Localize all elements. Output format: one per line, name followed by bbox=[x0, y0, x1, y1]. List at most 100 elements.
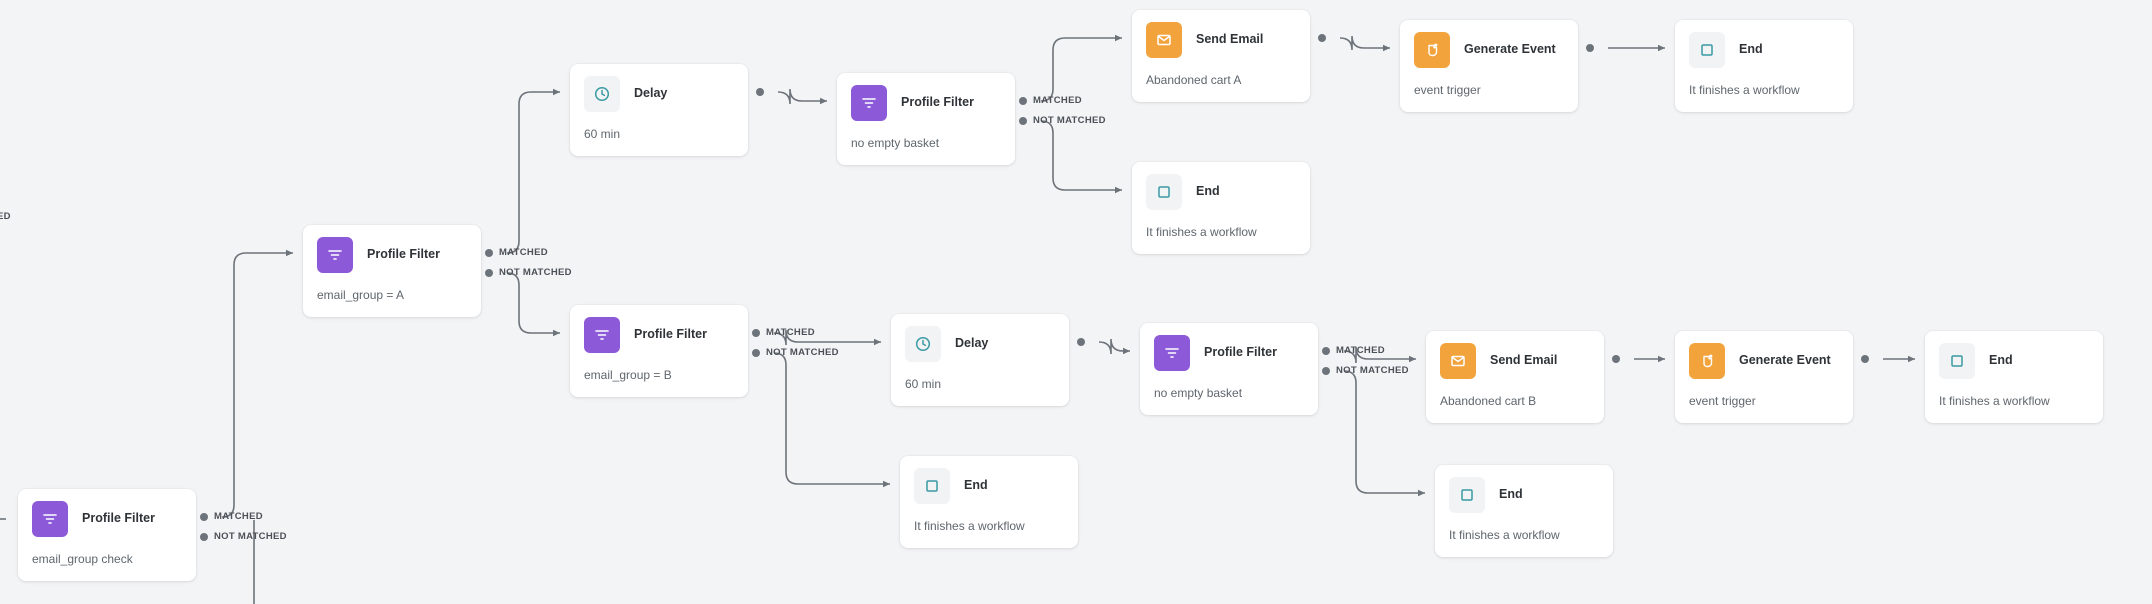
filter-node[interactable]: Profile Filter no empty basket bbox=[837, 73, 1015, 165]
connector-edge bbox=[506, 88, 560, 254]
matched-port-label: MATCHED bbox=[499, 247, 548, 258]
output-port[interactable] bbox=[1612, 355, 1620, 363]
output-port[interactable] bbox=[1322, 367, 1330, 375]
filter-node[interactable]: Profile Filter no empty basket bbox=[1140, 323, 1318, 415]
connector-edge bbox=[1040, 120, 1122, 194]
node-subtitle: no empty basket bbox=[1154, 386, 1243, 400]
output-port[interactable] bbox=[1077, 338, 1085, 346]
node-subtitle: It finishes a workflow bbox=[1449, 528, 1560, 542]
end-node[interactable]: End It finishes a workflow bbox=[900, 456, 1078, 548]
node-subtitle: Abandoned cart B bbox=[1440, 394, 1537, 408]
node-title: Profile Filter bbox=[82, 511, 155, 525]
output-port[interactable] bbox=[1318, 34, 1326, 42]
output-port[interactable] bbox=[752, 329, 760, 337]
output-port[interactable] bbox=[200, 513, 208, 521]
node-title: Profile Filter bbox=[367, 247, 440, 261]
node-subtitle: It finishes a workflow bbox=[1146, 225, 1257, 239]
filter-icon bbox=[32, 501, 68, 537]
output-port[interactable] bbox=[756, 88, 764, 96]
output-port[interactable] bbox=[485, 249, 493, 257]
node-title: End bbox=[1739, 42, 1763, 56]
output-port[interactable] bbox=[1586, 44, 1594, 52]
filter-icon bbox=[1154, 335, 1190, 371]
connector-edge bbox=[777, 88, 827, 105]
node-subtitle: It finishes a workflow bbox=[1939, 394, 2050, 408]
not-matched-port-label: NOT MATCHED bbox=[214, 531, 287, 542]
connector-edge bbox=[773, 329, 881, 346]
event-trigger-icon bbox=[1689, 343, 1725, 379]
connector-edge bbox=[1098, 338, 1130, 355]
filter-node[interactable]: Profile Filter email_group = B bbox=[570, 305, 748, 397]
end-node[interactable]: End It finishes a workflow bbox=[1132, 162, 1310, 254]
connector-edge bbox=[1040, 34, 1122, 102]
clock-icon bbox=[584, 76, 620, 112]
connector-edge bbox=[1339, 35, 1390, 52]
envelope-icon bbox=[1146, 22, 1182, 58]
output-port[interactable] bbox=[485, 269, 493, 277]
node-title: Send Email bbox=[1490, 353, 1558, 367]
output-port[interactable] bbox=[1322, 347, 1330, 355]
matched-port-label: MATCHED bbox=[1033, 95, 1082, 106]
node-subtitle: It finishes a workflow bbox=[914, 519, 1025, 533]
output-port[interactable] bbox=[1861, 355, 1869, 363]
output-port[interactable] bbox=[1019, 117, 1027, 125]
filter-icon bbox=[317, 237, 353, 273]
node-title: Delay bbox=[955, 336, 989, 350]
output-port[interactable] bbox=[1019, 97, 1027, 105]
end-node[interactable]: End It finishes a workflow bbox=[1435, 465, 1613, 557]
stop-square-icon bbox=[1939, 343, 1975, 379]
not-matched-port-label: NOT MATCHED bbox=[1336, 365, 1409, 376]
stop-square-icon bbox=[914, 468, 950, 504]
cut-off-port-label: ED bbox=[0, 211, 11, 222]
not-matched-port-label: NOT MATCHED bbox=[1033, 115, 1106, 126]
not-matched-port-label: NOT MATCHED bbox=[766, 347, 839, 358]
connector-edge bbox=[506, 272, 560, 337]
node-subtitle: Abandoned cart A bbox=[1146, 73, 1242, 87]
stop-square-icon bbox=[1689, 32, 1725, 68]
node-title: End bbox=[964, 478, 988, 492]
not-matched-port-label: NOT MATCHED bbox=[499, 267, 572, 278]
filter-icon bbox=[851, 85, 887, 121]
node-title: End bbox=[1196, 184, 1220, 198]
node-subtitle: no empty basket bbox=[851, 136, 940, 150]
node-subtitle: email_group = B bbox=[584, 368, 672, 382]
envelope-icon bbox=[1440, 343, 1476, 379]
node-subtitle: event trigger bbox=[1414, 83, 1481, 97]
filter-node[interactable]: Profile Filter email_group check bbox=[18, 489, 196, 581]
node-subtitle: email_group = A bbox=[317, 288, 405, 302]
output-port[interactable] bbox=[200, 533, 208, 541]
node-title: Send Email bbox=[1196, 32, 1264, 46]
node-subtitle: event trigger bbox=[1689, 394, 1756, 408]
connector-edge bbox=[1343, 346, 1416, 364]
clock-icon bbox=[905, 326, 941, 362]
connector-edge bbox=[1343, 370, 1425, 497]
node-title: Profile Filter bbox=[1204, 345, 1277, 359]
node-subtitle: 60 min bbox=[584, 127, 621, 141]
node-title: Profile Filter bbox=[634, 327, 707, 341]
stop-square-icon bbox=[1146, 174, 1182, 210]
connector-edge bbox=[773, 352, 890, 488]
node-title: Delay bbox=[634, 86, 668, 100]
stop-square-icon bbox=[1449, 477, 1485, 513]
end-node[interactable]: End It finishes a workflow bbox=[1675, 20, 1853, 112]
delay-node[interactable]: Delay 60 min bbox=[570, 64, 748, 156]
filter-node[interactable]: Profile Filter email_group = A bbox=[303, 225, 481, 317]
node-subtitle: email_group check bbox=[32, 552, 133, 566]
output-port[interactable] bbox=[752, 349, 760, 357]
event-trigger-icon bbox=[1414, 32, 1450, 68]
matched-port-label: MATCHED bbox=[1336, 345, 1385, 356]
node-title: Profile Filter bbox=[901, 95, 974, 109]
node-subtitle: It finishes a workflow bbox=[1689, 83, 1800, 97]
delay-node[interactable]: Delay 60 min bbox=[891, 314, 1069, 406]
node-title: End bbox=[1499, 487, 1523, 501]
node-subtitle: 60 min bbox=[905, 377, 942, 391]
connector-edge bbox=[221, 249, 293, 518]
filter-icon bbox=[584, 317, 620, 353]
